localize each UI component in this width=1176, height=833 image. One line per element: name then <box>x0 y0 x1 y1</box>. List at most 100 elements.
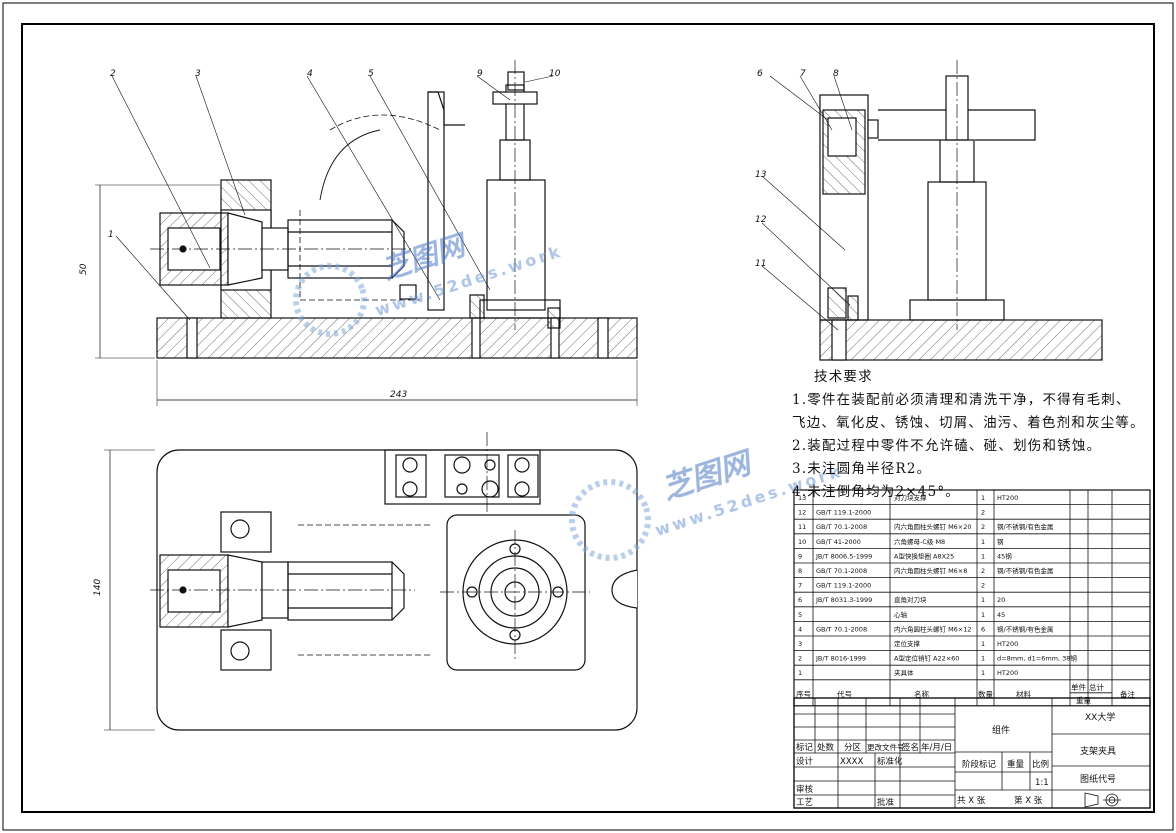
bom-cell-qty: 1 <box>981 669 985 677</box>
bom-cell-mat: HT200 <box>997 494 1018 502</box>
tech-req-line: 2.装配过程中零件不允许磕、碰、划伤和锈蚀。 <box>792 438 1102 454</box>
bom-cell-qty: 2 <box>981 523 985 531</box>
bom-table <box>793 489 1151 707</box>
bom-cell-name: 直角对刀块 <box>894 595 927 604</box>
bom-cell-no: 12 <box>798 509 806 517</box>
bom-cell-qty: 1 <box>981 494 985 502</box>
svg-text:第 X 张: 第 X 张 <box>1014 795 1043 806</box>
bom-cell-name: A型快换垫圈 A8X25 <box>894 551 954 560</box>
svg-text:签名: 签名 <box>902 742 919 753</box>
balloon-label: 2 <box>110 69 116 79</box>
bom-cell-no: 8 <box>798 567 802 575</box>
bom-cell-mat: HT200 <box>997 640 1018 648</box>
base-body <box>156 317 638 359</box>
watermark-logo: 芝图网 www.52des.work 芝图网 www.52des.work <box>293 228 845 561</box>
inner-border <box>21 23 1155 813</box>
side-base <box>819 319 1103 361</box>
bom-cell-mat: 钢/不锈钢/有色金属 <box>997 522 1053 531</box>
bom-cell-qty: 2 <box>981 582 985 590</box>
side-view-labels: 6 7 8 13 12 11 <box>755 69 839 269</box>
bom-cell-qty: 6 <box>981 625 985 633</box>
bom-cell-no: 6 <box>798 596 802 604</box>
balloon-label: 13 <box>755 170 767 180</box>
bom-header-remark: 备注 <box>1120 689 1136 699</box>
balloon-label: 9 <box>477 69 483 79</box>
svg-text:1:1: 1:1 <box>1035 778 1049 788</box>
dimension-width: 140 <box>93 579 103 596</box>
tech-req-line: 4.未注倒角均为2×45°。 <box>792 484 961 500</box>
bom-cell-name: 夹具体 <box>894 668 914 677</box>
balloon-label: 11 <box>755 259 766 269</box>
title-block <box>793 697 1151 809</box>
svg-text:工艺: 工艺 <box>796 798 813 808</box>
bom-cell-qty: 1 <box>981 538 985 546</box>
bom-cell-qty: 1 <box>981 640 985 648</box>
bom-cell-name: 内六角圆柱头螺钉 M6×12 <box>894 624 972 633</box>
bom-cell-code: GB/T 119.1-2000 <box>816 582 871 590</box>
bom-cell-name: 内六角圆柱头螺钉 M6×20 <box>894 522 972 531</box>
bom-cell-no: 13 <box>798 494 806 502</box>
bom-cell-no: 10 <box>798 538 806 546</box>
bom-cell-mat: 45钢 <box>997 552 1012 560</box>
bom-cell-no: 2 <box>798 655 802 663</box>
bom-header-mat: 材料 <box>1016 689 1032 699</box>
bom-cell-no: 11 <box>798 523 806 531</box>
bom-cell-code: JB/T 8016-1999 <box>815 655 866 663</box>
svg-text:XX大学: XX大学 <box>1085 711 1115 723</box>
balloon-label: 1 <box>108 230 114 240</box>
tech-req-line: 1.零件在装配前必须清理和清洗干净，不得有毛刺、 <box>792 392 1131 408</box>
svg-text:设计: 设计 <box>796 756 814 767</box>
bom-header-no: 序号 <box>796 689 811 699</box>
bom-cell-code: JB/T 8006.5-1999 <box>815 552 872 560</box>
balloon-label: 4 <box>307 69 313 79</box>
svg-text:共 X 张: 共 X 张 <box>957 796 986 806</box>
svg-text:标记: 标记 <box>796 742 814 753</box>
front-view-labels: 1 2 3 4 5 9 10 50 243 <box>79 69 561 400</box>
balloon-label: 5 <box>368 69 374 79</box>
bom-cell-no: 1 <box>798 669 802 677</box>
svg-text:处数: 处数 <box>817 742 835 753</box>
balloon-label: 6 <box>757 69 763 79</box>
bom-header-code: 代号 <box>837 689 852 699</box>
bom-cell-mat: 钢 <box>997 538 1004 546</box>
feeler-support <box>819 94 869 321</box>
bom-cell-name: 内六角圆柱头螺钉 M6×8 <box>894 566 967 575</box>
svg-text:标准化: 标准化 <box>877 756 903 767</box>
bom-cell-no: 5 <box>798 611 802 619</box>
title-block-text: 标记 处数 分区 更改文件号 签名 年/月/日 设计 XXXX 标准化 审核 工… <box>796 711 1116 808</box>
bom-cell-qty: 1 <box>981 552 985 560</box>
bom-cell-code: GB/T 70.1-2008 <box>816 625 867 633</box>
svg-text:比例: 比例 <box>1032 759 1049 770</box>
bom-cell-mat: 钢/不锈钢/有色金属 <box>997 566 1053 575</box>
bom-cell-code: GB/T 119.1-2000 <box>816 509 871 517</box>
bom-header-total: 总计 <box>1089 682 1105 692</box>
svg-text:图纸代号: 图纸代号 <box>1080 773 1116 785</box>
tech-req-line: 飞边、氧化皮、锈蚀、切屑、油污、着色剂和灰尘等。 <box>792 415 1145 431</box>
bom-cell-mat: 钢/不锈钢/有色金属 <box>997 624 1053 633</box>
svg-text:批准: 批准 <box>877 797 895 808</box>
bom-cell-name: 定位支撑 <box>894 639 921 648</box>
balloon-label: 8 <box>833 69 839 79</box>
bom-cell-qty: 2 <box>981 509 985 517</box>
balloon-label: 12 <box>755 215 767 225</box>
svg-text:更改文件号: 更改文件号 <box>867 742 905 752</box>
bom-cell-no: 4 <box>798 625 802 633</box>
bom-header-weight: 重量 <box>1076 696 1092 705</box>
svg-text:年/月/日: 年/月/日 <box>921 742 952 753</box>
dimension-length: 243 <box>390 390 407 400</box>
balloon-label: 3 <box>195 69 201 79</box>
bom-cell-name: A型定位销钉 A22×60 <box>894 654 959 663</box>
bom-cell-code: JB/T 8031.3-1999 <box>815 596 872 604</box>
bom-cell-mat: 20 <box>997 596 1005 604</box>
bom-cell-mat: 45 <box>997 611 1005 619</box>
bom-cell-qty: 1 <box>981 611 985 619</box>
bom-cell-name: 心轴 <box>894 610 908 619</box>
projection-symbol <box>1084 792 1121 808</box>
svg-text:阶段标记: 阶段标记 <box>962 759 997 770</box>
bom-cell-mat: d=8mm, d1=6mm, 38钢 <box>997 655 1077 663</box>
svg-text:支架夹具: 支架夹具 <box>1080 745 1116 757</box>
tech-req-title: 技术要求 <box>814 369 873 385</box>
support-column <box>486 179 546 311</box>
